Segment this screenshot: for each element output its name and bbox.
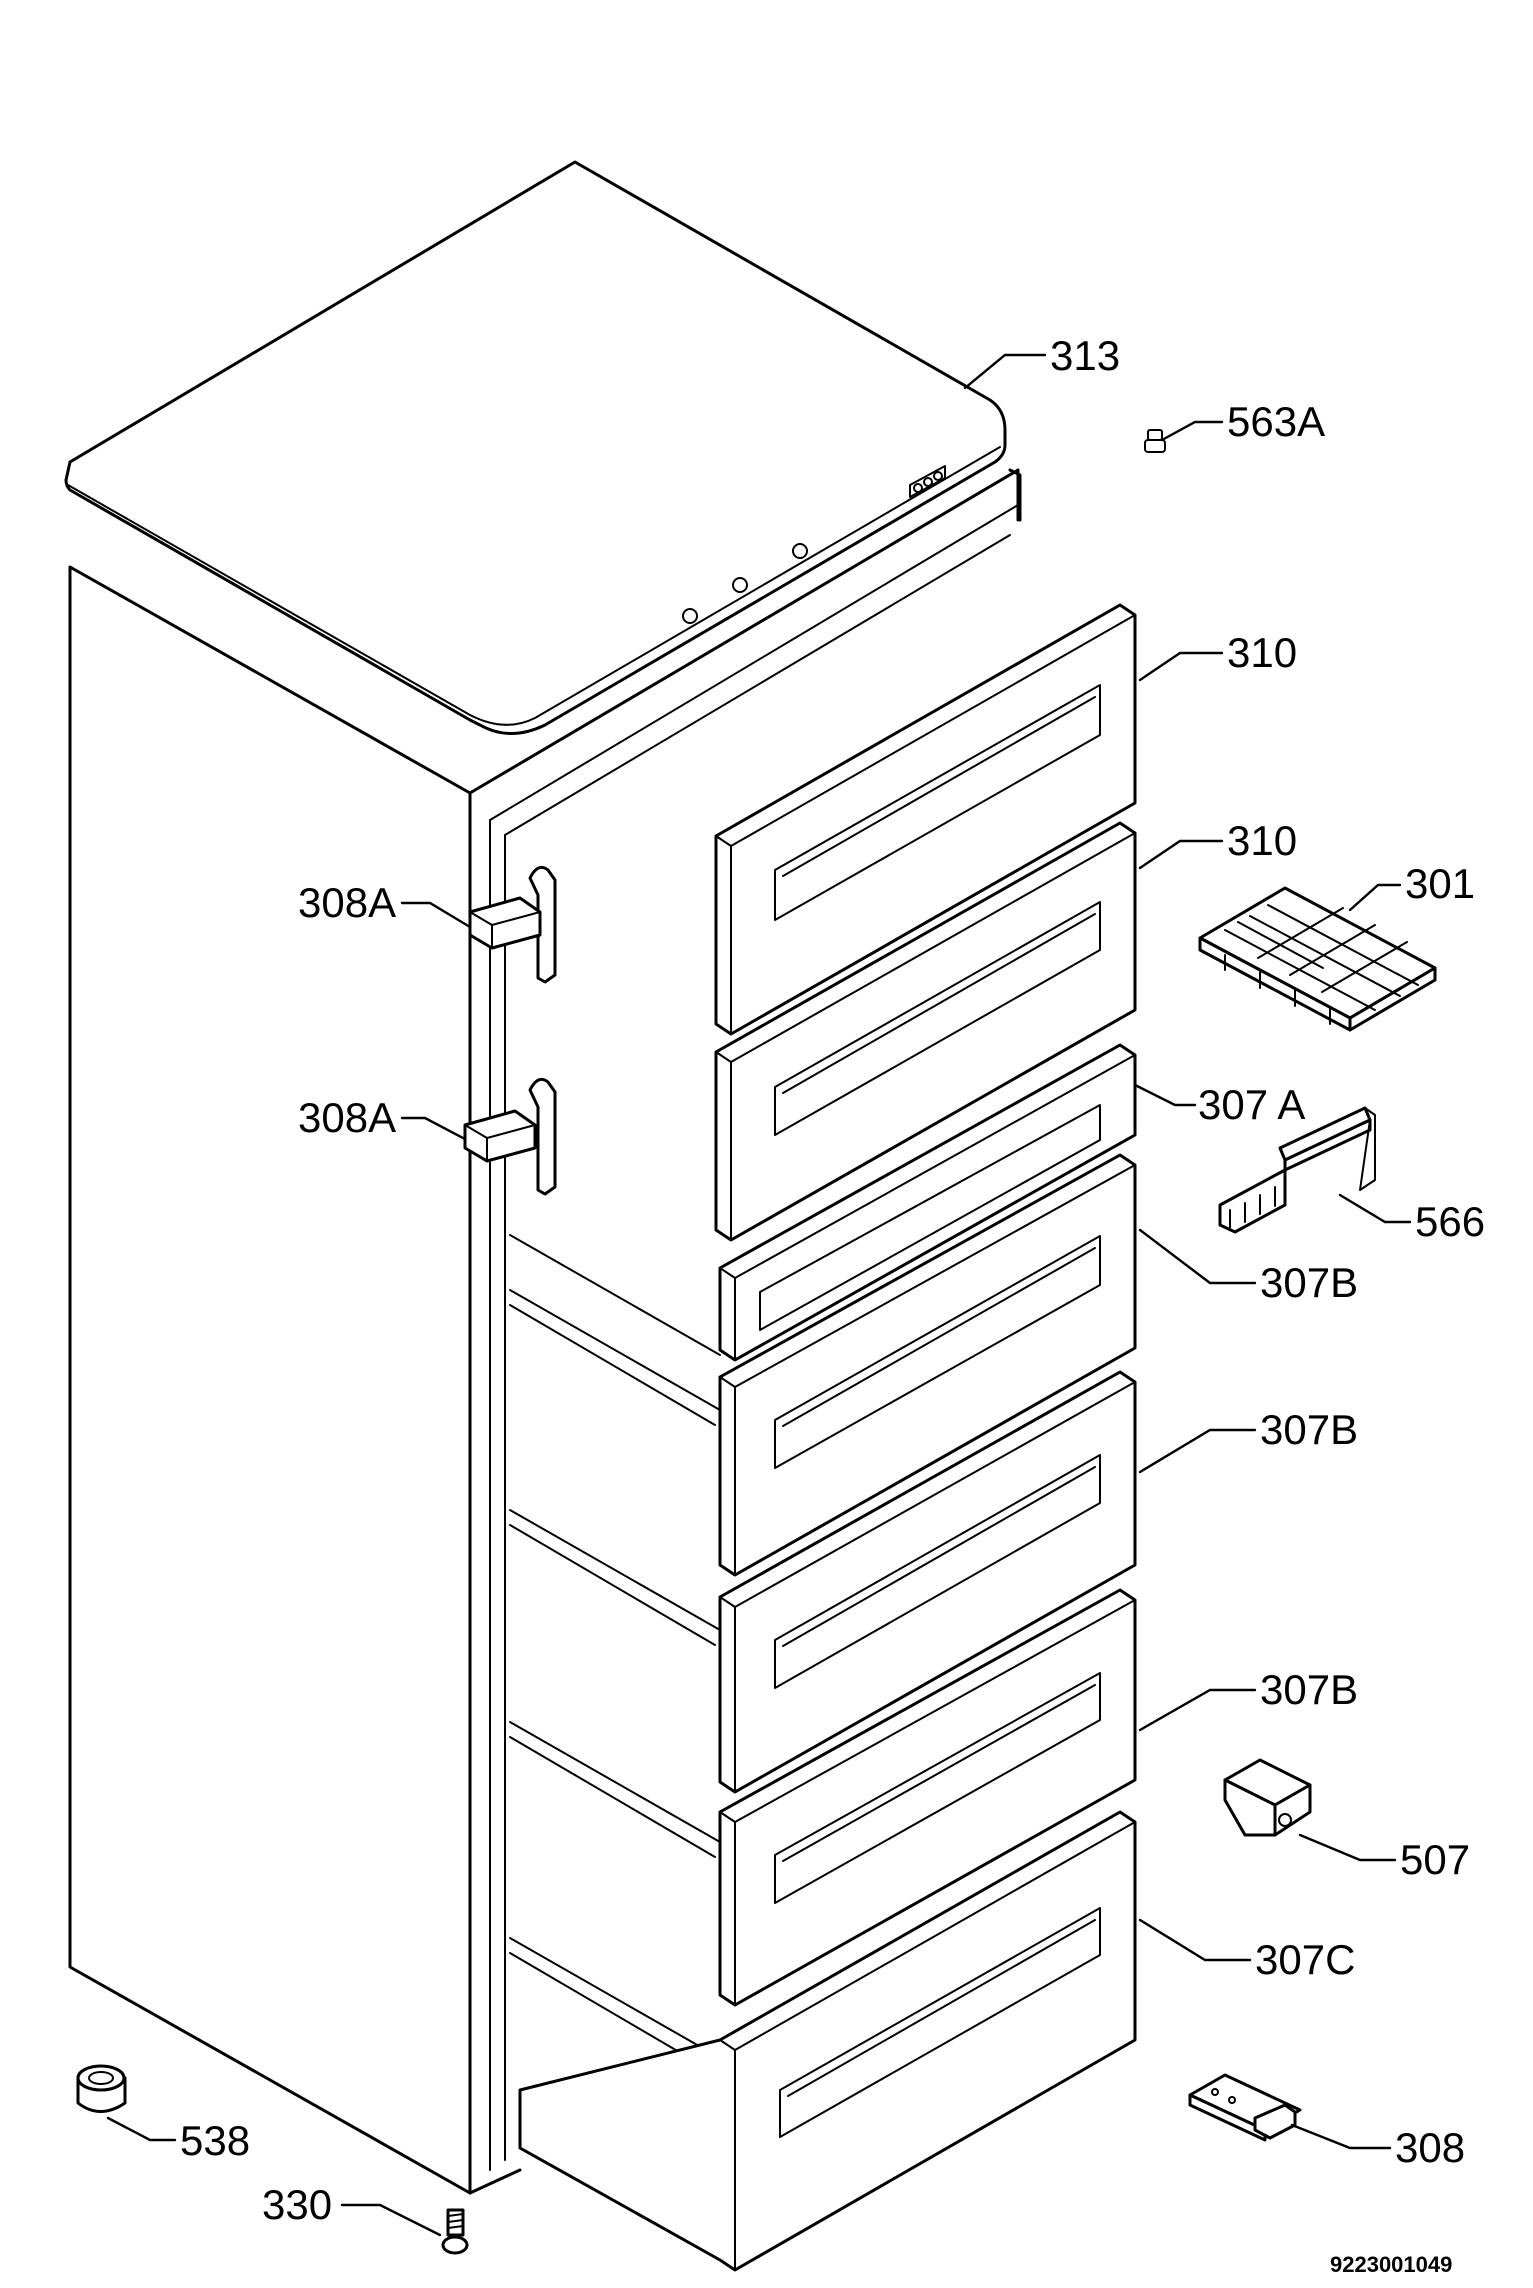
cabinet-body bbox=[68, 468, 1022, 2195]
label-308a-lower: 308A bbox=[298, 1094, 396, 1141]
drawer-307b-second bbox=[509, 1370, 1137, 1794]
part-labels: 313 563A 310 310 301 308A 308A 307 A 566… bbox=[180, 332, 1485, 2277]
label-310-second: 310 bbox=[1227, 817, 1297, 864]
ice-scraper-566 bbox=[1218, 1106, 1376, 1234]
freezer-flap-307a bbox=[718, 1043, 1137, 1362]
label-313: 313 bbox=[1050, 332, 1120, 379]
drawer-307c bbox=[509, 1810, 1137, 2272]
drawer-307b-third bbox=[509, 1588, 1137, 2007]
clip-507 bbox=[1223, 1758, 1312, 1837]
label-538: 538 bbox=[180, 2117, 250, 2164]
screw-563a bbox=[1144, 429, 1166, 453]
leader-lines bbox=[106, 353, 1412, 2237]
hinge-308a-upper bbox=[468, 865, 557, 984]
label-301: 301 bbox=[1405, 860, 1475, 907]
label-566: 566 bbox=[1415, 1198, 1485, 1245]
top-cover bbox=[64, 160, 1007, 735]
label-310-top: 310 bbox=[1227, 629, 1297, 676]
document-number: 9223001049 bbox=[1330, 2252, 1452, 2277]
drawer-307b-first bbox=[509, 1153, 1137, 1577]
foot-538 bbox=[76, 2064, 127, 2113]
label-330: 330 bbox=[262, 2181, 332, 2228]
label-307b-second: 307B bbox=[1260, 1406, 1358, 1453]
hinge-pin-308 bbox=[1188, 2073, 1302, 2142]
freezer-flap-310-top bbox=[714, 603, 1137, 1036]
label-307b-first: 307B bbox=[1260, 1259, 1358, 1306]
label-307a: 307 A bbox=[1198, 1081, 1305, 1128]
label-307c: 307C bbox=[1255, 1936, 1355, 1983]
label-563a: 563A bbox=[1227, 398, 1325, 445]
label-507: 507 bbox=[1400, 1836, 1470, 1883]
screw-330 bbox=[441, 2208, 469, 2255]
label-307b-third: 307B bbox=[1260, 1666, 1358, 1713]
hinge-308a-lower bbox=[463, 1077, 557, 1196]
label-308a-upper: 308A bbox=[298, 879, 396, 926]
label-308: 308 bbox=[1395, 2124, 1465, 2171]
freezer-flap-310-second bbox=[714, 821, 1137, 1242]
ice-cube-tray-301 bbox=[1198, 886, 1437, 1032]
